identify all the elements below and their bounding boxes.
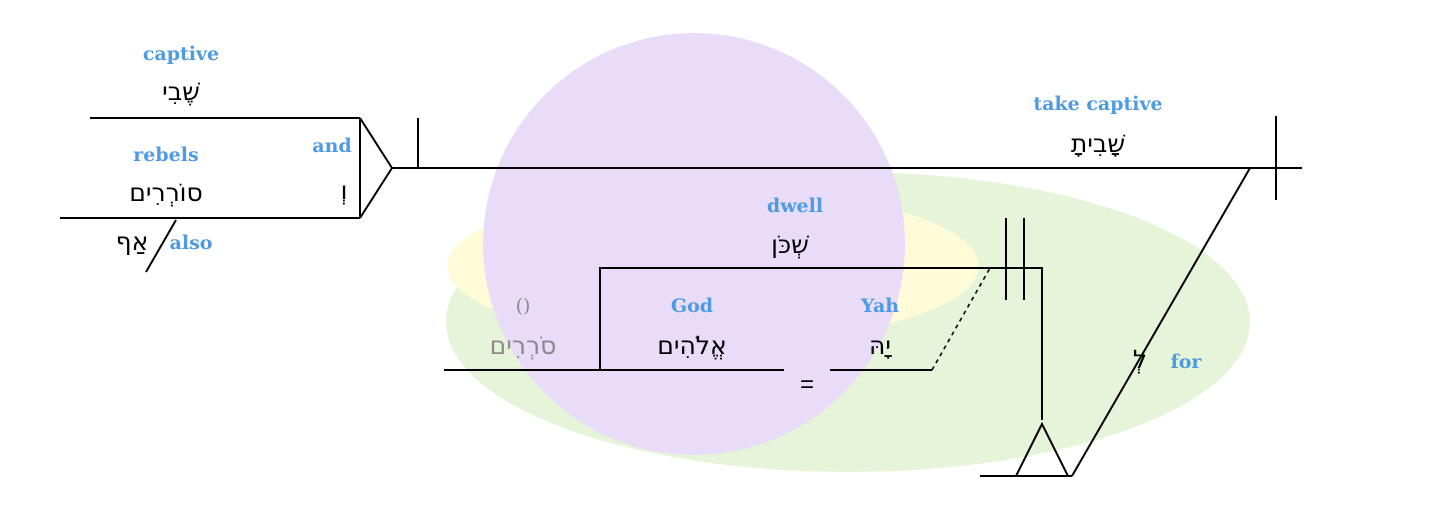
yah-dashed-connector xyxy=(931,267,991,371)
captive-hebrew: שֶׁבִי xyxy=(162,77,200,106)
rebels-hebrew: סוֹרְרִים xyxy=(129,178,202,207)
implied-subject-gloss: () xyxy=(516,295,531,317)
yah-gloss: Yah xyxy=(860,295,899,317)
take-captive-gloss: take captive xyxy=(1033,93,1162,115)
rebels-gloss: rebels xyxy=(133,144,198,166)
god-gloss: God xyxy=(671,295,713,317)
implied-subject-hebrew: סֹרְרִים xyxy=(490,331,557,360)
also-modifier-line xyxy=(145,219,177,273)
also-hebrew: אַף xyxy=(116,227,149,256)
for-gloss: for xyxy=(1171,351,1203,373)
god-hebrew: אֱלֹהִים xyxy=(657,331,726,360)
take-captive-hebrew: שָׁבִיתָ xyxy=(1071,129,1125,158)
and-gloss: and xyxy=(312,135,351,157)
also-gloss: also xyxy=(170,232,213,254)
for-slant-line xyxy=(1071,167,1251,477)
dwell-gloss: dwell xyxy=(767,195,823,217)
dwell-predicate-line xyxy=(599,267,1043,420)
and-hebrew: וְ xyxy=(341,176,348,205)
purple-circle xyxy=(483,33,905,455)
yah-hebrew: יָהּ xyxy=(869,331,892,360)
captive-gloss: captive xyxy=(143,43,219,65)
for-hebrew: לְ xyxy=(1133,345,1147,374)
equals-sign: = xyxy=(800,371,814,398)
dwell-hebrew: שְׁכֹּן xyxy=(771,230,809,259)
coordination-chevron xyxy=(359,117,394,219)
